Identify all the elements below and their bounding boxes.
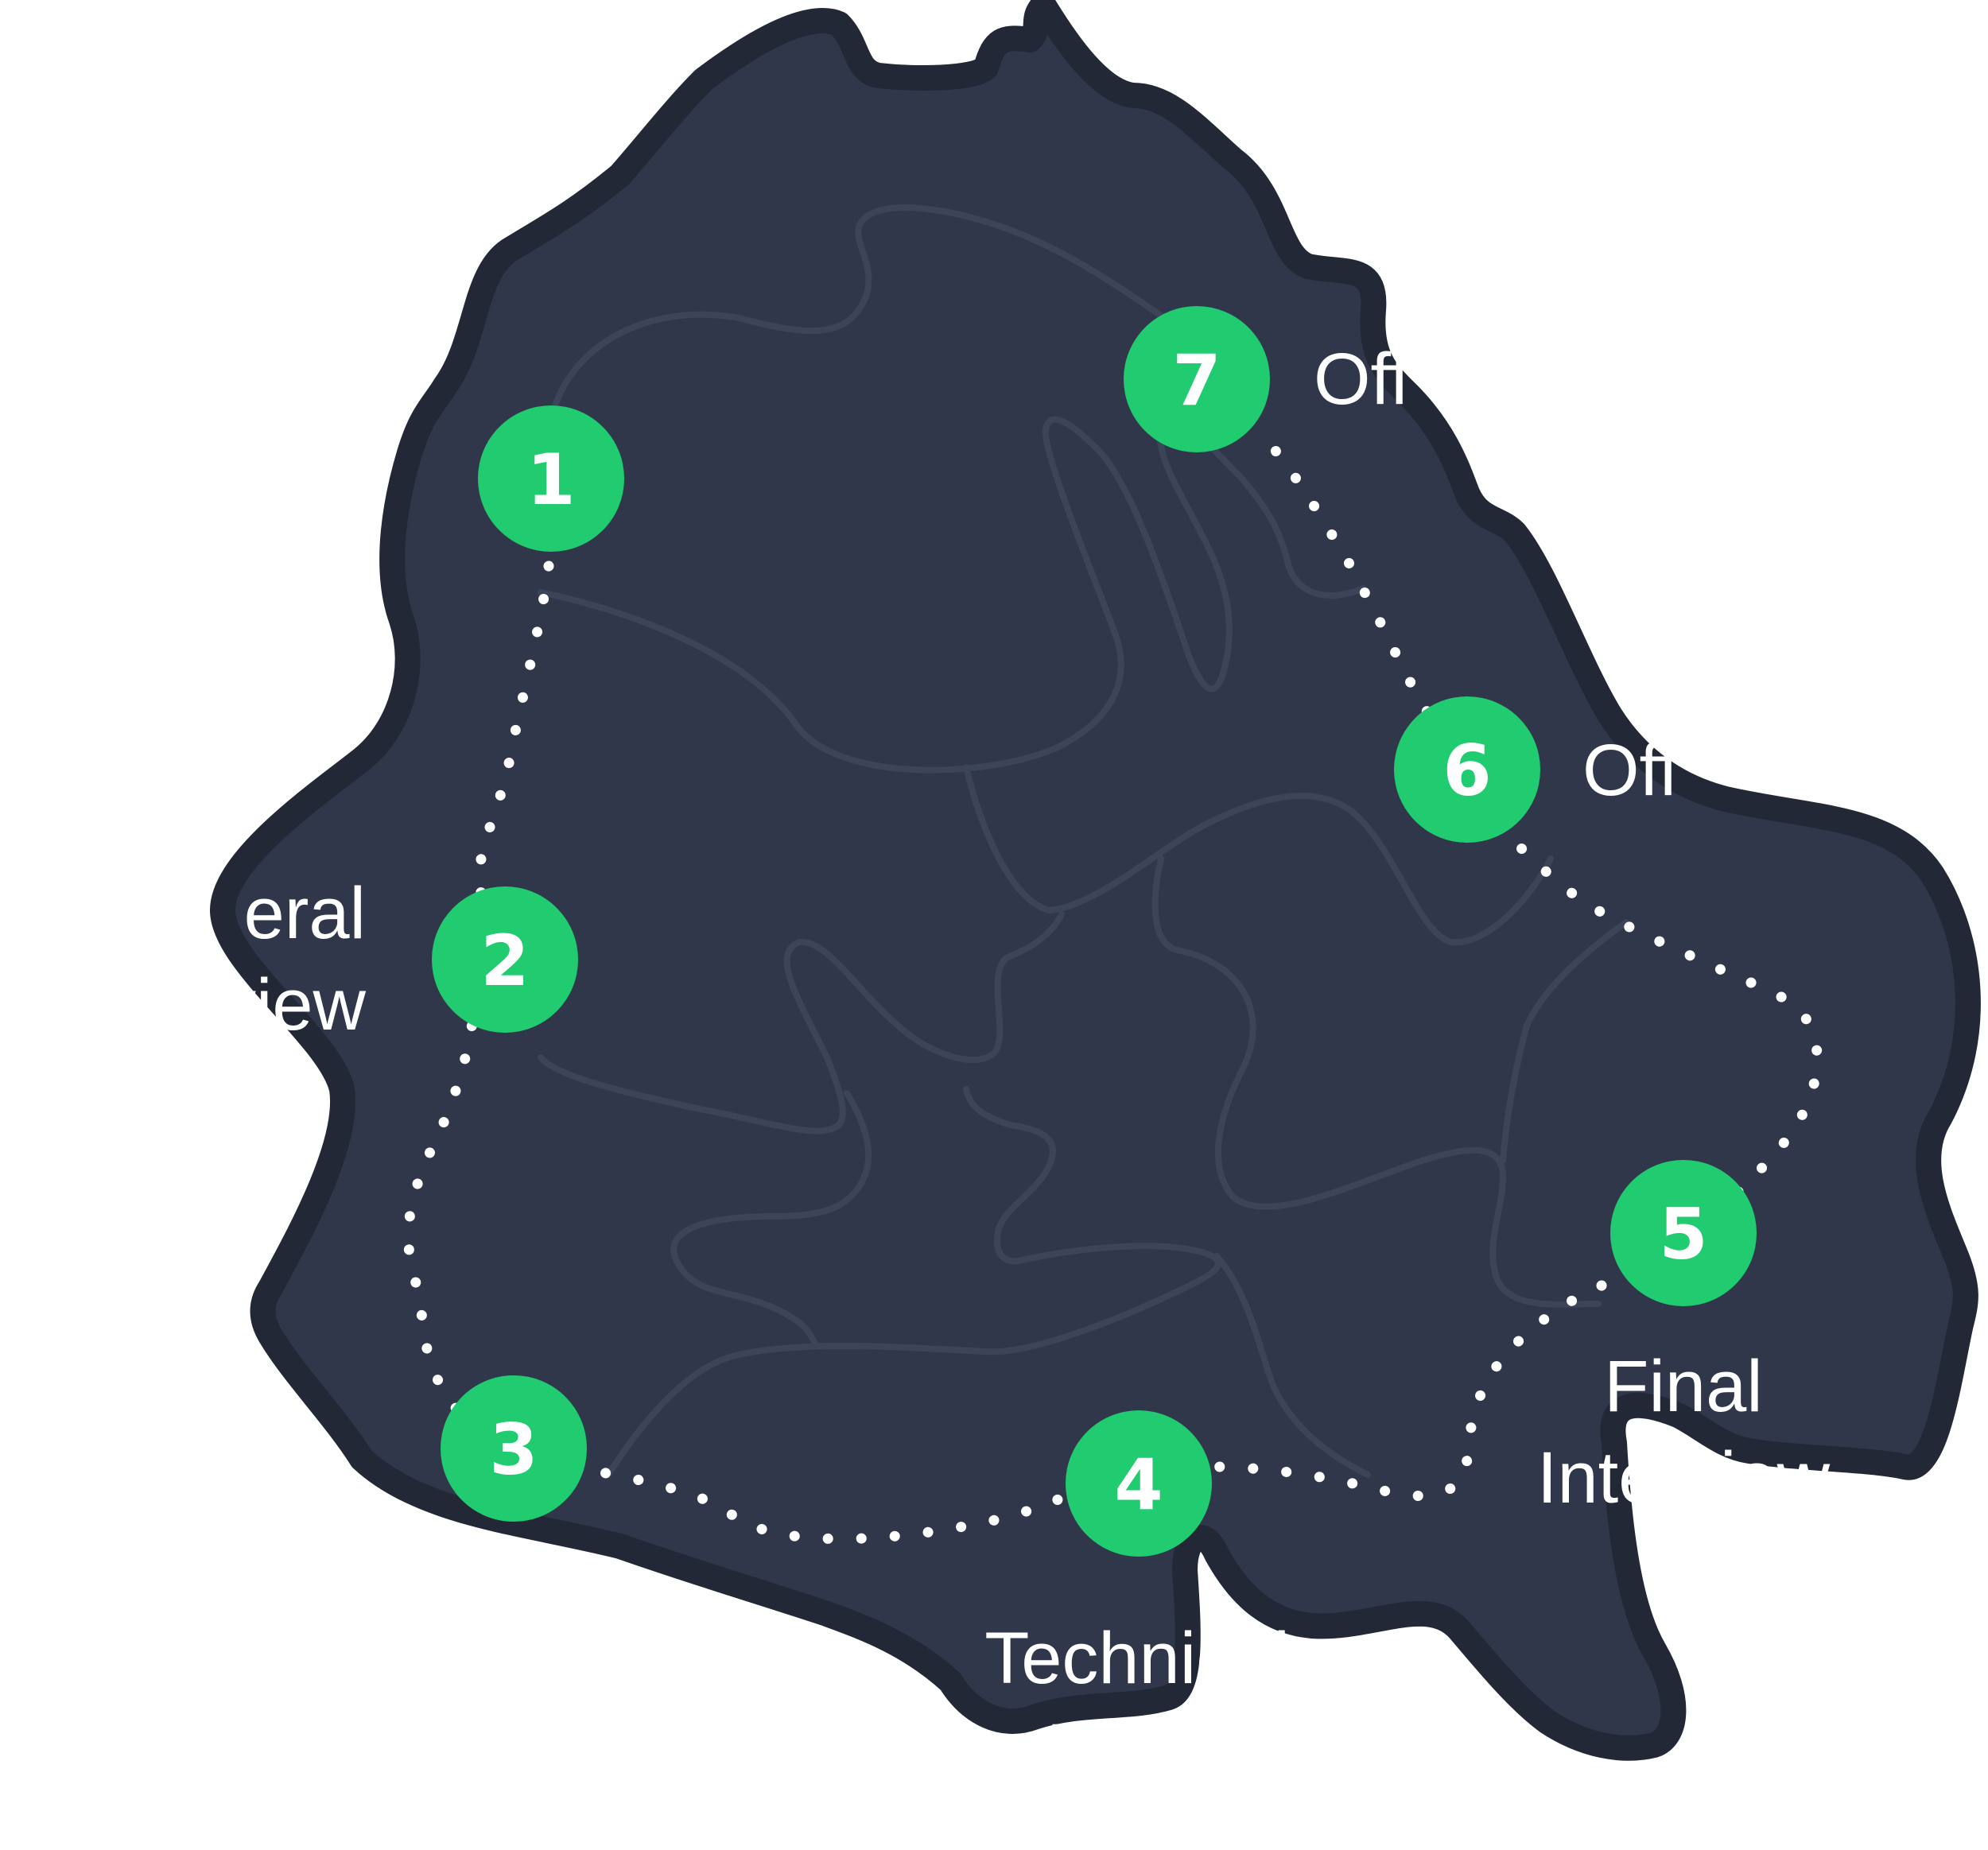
terrain-line xyxy=(538,911,1065,1134)
step-number: 6 xyxy=(1442,730,1491,812)
step-label: Interv xyxy=(1046,1709,1229,1790)
step-number: 1 xyxy=(526,439,575,521)
step-number: 3 xyxy=(489,1409,538,1491)
step-marker-circle[interactable] xyxy=(1124,306,1270,452)
step-number: 7 xyxy=(1172,339,1221,421)
step-label: Off xyxy=(1582,730,1679,811)
terrain-line xyxy=(605,1086,1221,1478)
step-1[interactable]: 1 xyxy=(478,405,624,552)
island-border xyxy=(210,0,1981,1761)
step-marker-circle[interactable] xyxy=(432,886,578,1033)
island-landmass xyxy=(210,0,1981,1761)
terrain-line xyxy=(670,1090,872,1347)
step-3[interactable]: 3 xyxy=(441,1375,587,1522)
step-marker-circle[interactable] xyxy=(1394,696,1540,843)
terrain-line xyxy=(549,204,1168,417)
step-label: eral xyxy=(244,873,366,954)
step-number: 5 xyxy=(1659,1193,1707,1275)
terrain-line xyxy=(1500,919,1629,1164)
step-6[interactable]: 6 Off xyxy=(1394,696,1679,843)
step-label: Technical xyxy=(984,1618,1290,1699)
step-marker-circle[interactable] xyxy=(1066,1410,1212,1557)
step-label: Interview xyxy=(1537,1437,1831,1518)
step-marker-circle[interactable] xyxy=(478,405,624,552)
step-marker-circle[interactable] xyxy=(441,1375,587,1522)
step-7[interactable]: 7 Off xyxy=(1124,306,1410,452)
terrain-line xyxy=(963,764,1554,946)
step-2[interactable]: 2 eral view xyxy=(219,873,578,1045)
step-label: view xyxy=(219,964,367,1045)
terrain-line xyxy=(1213,1253,1371,1478)
step-label: Final xyxy=(1604,1346,1762,1427)
step-label: Off xyxy=(1314,339,1410,420)
terrain-line xyxy=(1151,855,1602,1308)
step-marker-circle[interactable] xyxy=(1610,1160,1757,1306)
step-number: 4 xyxy=(1114,1444,1163,1526)
route-path xyxy=(403,424,1823,1545)
step-number: 2 xyxy=(480,920,529,1002)
